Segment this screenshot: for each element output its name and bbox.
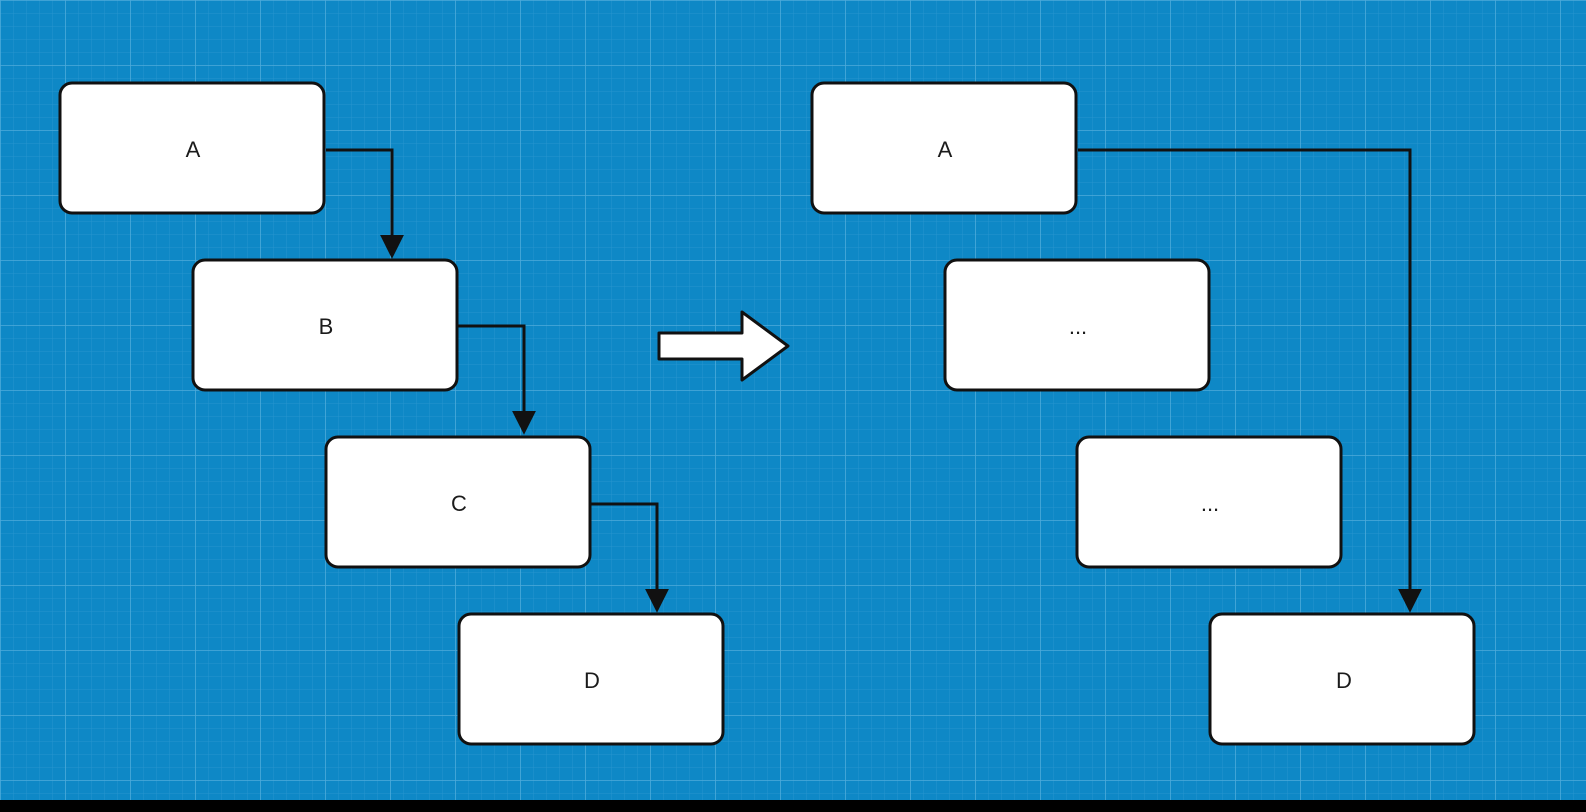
node-ellipsis-1-label: ... bbox=[1069, 314, 1087, 339]
node-d-label: D bbox=[584, 668, 600, 693]
node-d: D bbox=[1208, 612, 1476, 746]
right-arrow-icon bbox=[657, 310, 790, 382]
node-ellipsis-1: ... bbox=[943, 258, 1211, 392]
edge-c-to-d bbox=[590, 502, 669, 613]
node-ellipsis-2-label: ... bbox=[1201, 491, 1219, 516]
node-a: A bbox=[58, 81, 326, 215]
node-b: B bbox=[191, 258, 459, 392]
node-c: C bbox=[324, 435, 592, 569]
node-a: A bbox=[810, 81, 1078, 215]
node-c-label: C bbox=[451, 491, 467, 516]
before-diagram: A B C D bbox=[58, 81, 725, 746]
node-ellipsis-2: ... bbox=[1075, 435, 1343, 569]
node-d-label: D bbox=[1336, 668, 1352, 693]
edge-b-to-c bbox=[458, 324, 536, 435]
node-d: D bbox=[457, 612, 725, 746]
edge-a-to-b bbox=[326, 148, 404, 259]
edge-a-to-d bbox=[1078, 148, 1422, 613]
bottom-border bbox=[0, 800, 1586, 812]
after-diagram: A ... ... D bbox=[810, 81, 1476, 746]
node-a-label: A bbox=[186, 137, 201, 162]
node-a-label: A bbox=[938, 137, 953, 162]
node-b-label: B bbox=[319, 314, 334, 339]
